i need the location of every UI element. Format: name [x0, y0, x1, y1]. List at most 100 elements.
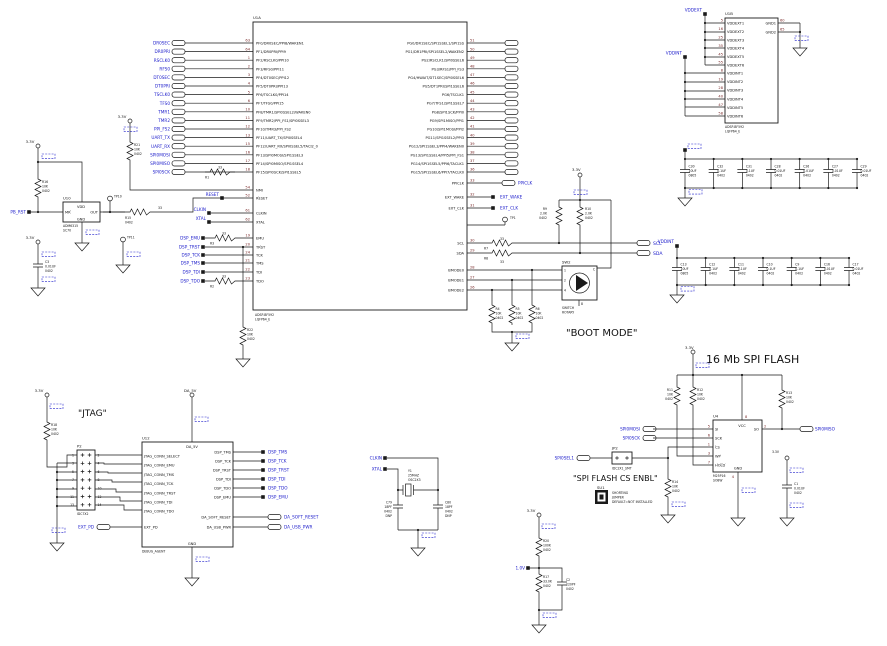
crystal-circuit: CLKIN XTAL Y1 25MHZ OSC2X3 C79 18PF 0402…: [370, 456, 453, 557]
pin-number: 23: [245, 277, 250, 281]
cap-value: 18PF: [445, 505, 453, 509]
pin-number: 60: [780, 19, 785, 23]
crystal-ref: Y1: [408, 469, 412, 473]
pin-number: 21: [245, 259, 250, 263]
pin-name: SI: [715, 428, 718, 432]
vddint-pin: VDDINT2 19: [718, 77, 743, 84]
port-symbol: [171, 143, 186, 150]
cap-columns: C30 10UF 0805 C32 0.1UF 0402 C31 0.1UF 0…: [679, 157, 872, 190]
net-label: DA_SOFT_RESET: [284, 515, 319, 520]
cap-ref: C28: [775, 165, 781, 169]
mcu-left-pin-row: UART_RX 15 PF12/UART_RX/SPI0SSEL5/TACI2_…: [151, 142, 319, 150]
vddext-pin: VDDEXT4 35: [718, 44, 744, 51]
jtag-title: "JTAG": [78, 409, 107, 419]
mcu-left-pin-row: DR0PRI 64 PF1/DR0PRI/PPI9: [155, 47, 287, 55]
testpoint-label: TP11: [126, 236, 135, 240]
pin-name: PG9/SPI1MISO/PPI1: [430, 119, 464, 123]
cap-pkg: 0402: [775, 174, 783, 178]
pin-name: TDO: [255, 280, 264, 284]
cap-value: 0.01UF: [775, 169, 786, 173]
debug-right-pin: DSP_TDO DSP_TDO: [214, 486, 288, 491]
pin-number: 26: [470, 286, 475, 290]
pin-name: WP: [715, 455, 722, 459]
net-attach: [201, 236, 205, 240]
supervisor-part: ADM6315: [63, 224, 78, 228]
net-label: VDDINT: [666, 51, 683, 56]
pin-number: 47: [470, 73, 475, 77]
pin-number: 51: [470, 39, 475, 43]
net-label: EXT_WAKE: [500, 195, 523, 200]
pin-number: 13: [245, 133, 250, 137]
pin-name: GND2: [765, 31, 776, 35]
pin-number: 35: [718, 44, 723, 48]
boot-rotary-switch[interactable]: SW2 1 2 4 C 8 SWITCH ROTARY: [561, 260, 598, 315]
gnd-net-box: [85, 229, 100, 235]
pin-name: PF5/DT0PRI/PPI13: [256, 85, 288, 89]
vddint-pins: VDDINT1 8 VDDINT2 19 VDDINT3 28 VDDINT4 …: [718, 69, 744, 119]
port-symbol: [504, 40, 519, 46]
jumper-outline[interactable]: [611, 451, 633, 465]
pin-number: 28: [718, 86, 723, 90]
capacitor-symbol: [781, 484, 793, 489]
net-attach: [683, 55, 687, 59]
pin-name: VDD: [77, 205, 85, 209]
power-3v3-label: 3.3V: [26, 235, 35, 240]
port-symbol: [171, 48, 186, 55]
mcu-right-pin-row: PG7/TFS1/SPI1SSEL7 44: [427, 99, 519, 107]
capacitor-symbol: [32, 263, 44, 268]
rotary-dial[interactable]: [569, 272, 590, 294]
port-symbol: [504, 108, 519, 115]
net-label: SCL: [653, 241, 662, 247]
pin-number: 61: [245, 209, 250, 213]
net-label: DSP_TDO: [268, 486, 288, 491]
net-label: VDDINT: [658, 239, 675, 244]
pin-name: DA_5V: [186, 445, 198, 449]
cap-ref: C9: [795, 263, 799, 267]
net-label: SPI0MISO: [815, 427, 836, 432]
net-attach: [261, 459, 265, 463]
mcu-left-pin-row: DT0PRI 4 PF5/DT0PRI/PPI13: [155, 82, 288, 89]
pin-number: 16: [718, 27, 723, 31]
switch-pin: C: [593, 268, 595, 272]
pin-number: 45: [718, 52, 723, 56]
pin-number: 25: [718, 36, 723, 40]
pin-name: PG7/TFS1/SPI1SSEL7: [427, 102, 464, 106]
resistor-pkg: 0402: [585, 216, 593, 220]
jtag-header-outline[interactable]: [76, 449, 96, 511]
cap-bank-vddint: VDDINT C13 10UF 0805 C12 0.1UF 0402 C11 …: [658, 239, 864, 304]
pin-number: 63: [245, 39, 250, 43]
resistor-symbol: [43, 419, 51, 443]
pin-number: 19: [718, 77, 723, 81]
resistor-ref: R1: [205, 176, 209, 180]
net-attach: [383, 456, 387, 460]
cap-value: 0.1UF: [767, 267, 776, 271]
gnd-symbol: [792, 44, 808, 57]
net-attach: [491, 206, 495, 210]
cap-ref: C29: [861, 165, 867, 169]
resistor-pkg: 0402: [543, 584, 551, 588]
header-pin-number: 12: [98, 495, 102, 499]
crystal-wires: [387, 457, 439, 545]
vddint-pin: VDDINT5 47: [718, 103, 743, 110]
cap-ref: C1: [794, 482, 798, 486]
gnd-symbol: [669, 291, 685, 304]
cap-columns: C13 10UF 0805 C12 0.1UF 0402 C11 0.1UF 0…: [671, 256, 864, 287]
resistor-value: 10K: [247, 333, 254, 337]
cap-ref: C16: [824, 263, 830, 267]
gnd-net-box: [680, 286, 695, 292]
capacitor: C28 0.01UF 0402: [765, 157, 786, 190]
net-label: CLKIN: [370, 456, 382, 461]
net-attach: [207, 211, 211, 215]
jumper-ref: JP2: [611, 446, 618, 451]
pin-number: 5: [721, 19, 723, 23]
port-symbol: [504, 151, 519, 158]
gnd-net-box: [515, 333, 530, 339]
mcu-right-pin-row: PG0/DR1SEC/SPI1SSEL1/SPI1SS 51: [407, 39, 519, 46]
mcu-right-pin-row: PG15/SPI1SSEL6/PPI7/TACLK0 36: [411, 168, 519, 175]
pin-name: EXT_PD: [144, 526, 158, 530]
gnd-pin: GND1 60: [765, 19, 785, 26]
resistor-value: 33: [500, 260, 504, 264]
net-label: PPICLK: [518, 181, 533, 186]
header-pin-number: 10: [98, 487, 102, 491]
net-label: EXT_CLK: [500, 206, 518, 211]
